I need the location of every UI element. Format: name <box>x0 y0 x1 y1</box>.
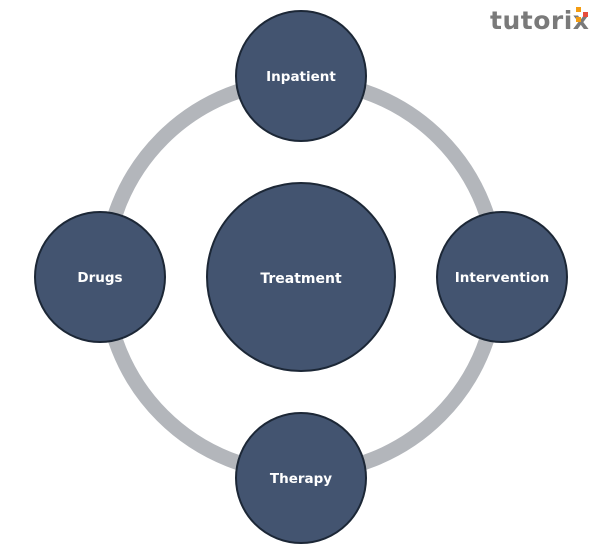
node-therapy-circle <box>235 412 367 544</box>
logo-accent-dot-2 <box>583 12 588 17</box>
node-intervention-circle <box>436 211 568 343</box>
logo-accent-dot-3 <box>576 17 581 22</box>
center-label: Treatment <box>260 271 342 287</box>
node-therapy: Therapy <box>235 412 367 544</box>
node-drugs: Drugs <box>34 211 166 343</box>
logo-text: tutorix <box>490 6 590 35</box>
node-drugs-label: Drugs <box>77 270 122 286</box>
node-inpatient: Inpatient <box>235 10 367 142</box>
logo-accent-dot-1 <box>576 7 581 12</box>
node-intervention: Intervention <box>436 211 568 343</box>
node-therapy-label: Therapy <box>270 471 332 487</box>
node-drugs-circle <box>34 211 166 343</box>
tutorix-logo: tutorix <box>490 6 594 36</box>
node-inpatient-label: Inpatient <box>266 69 336 85</box>
center-circle <box>206 182 396 372</box>
center-node-treatment: Treatment <box>206 182 396 372</box>
node-intervention-label: Intervention <box>455 270 549 286</box>
node-inpatient-circle <box>235 10 367 142</box>
